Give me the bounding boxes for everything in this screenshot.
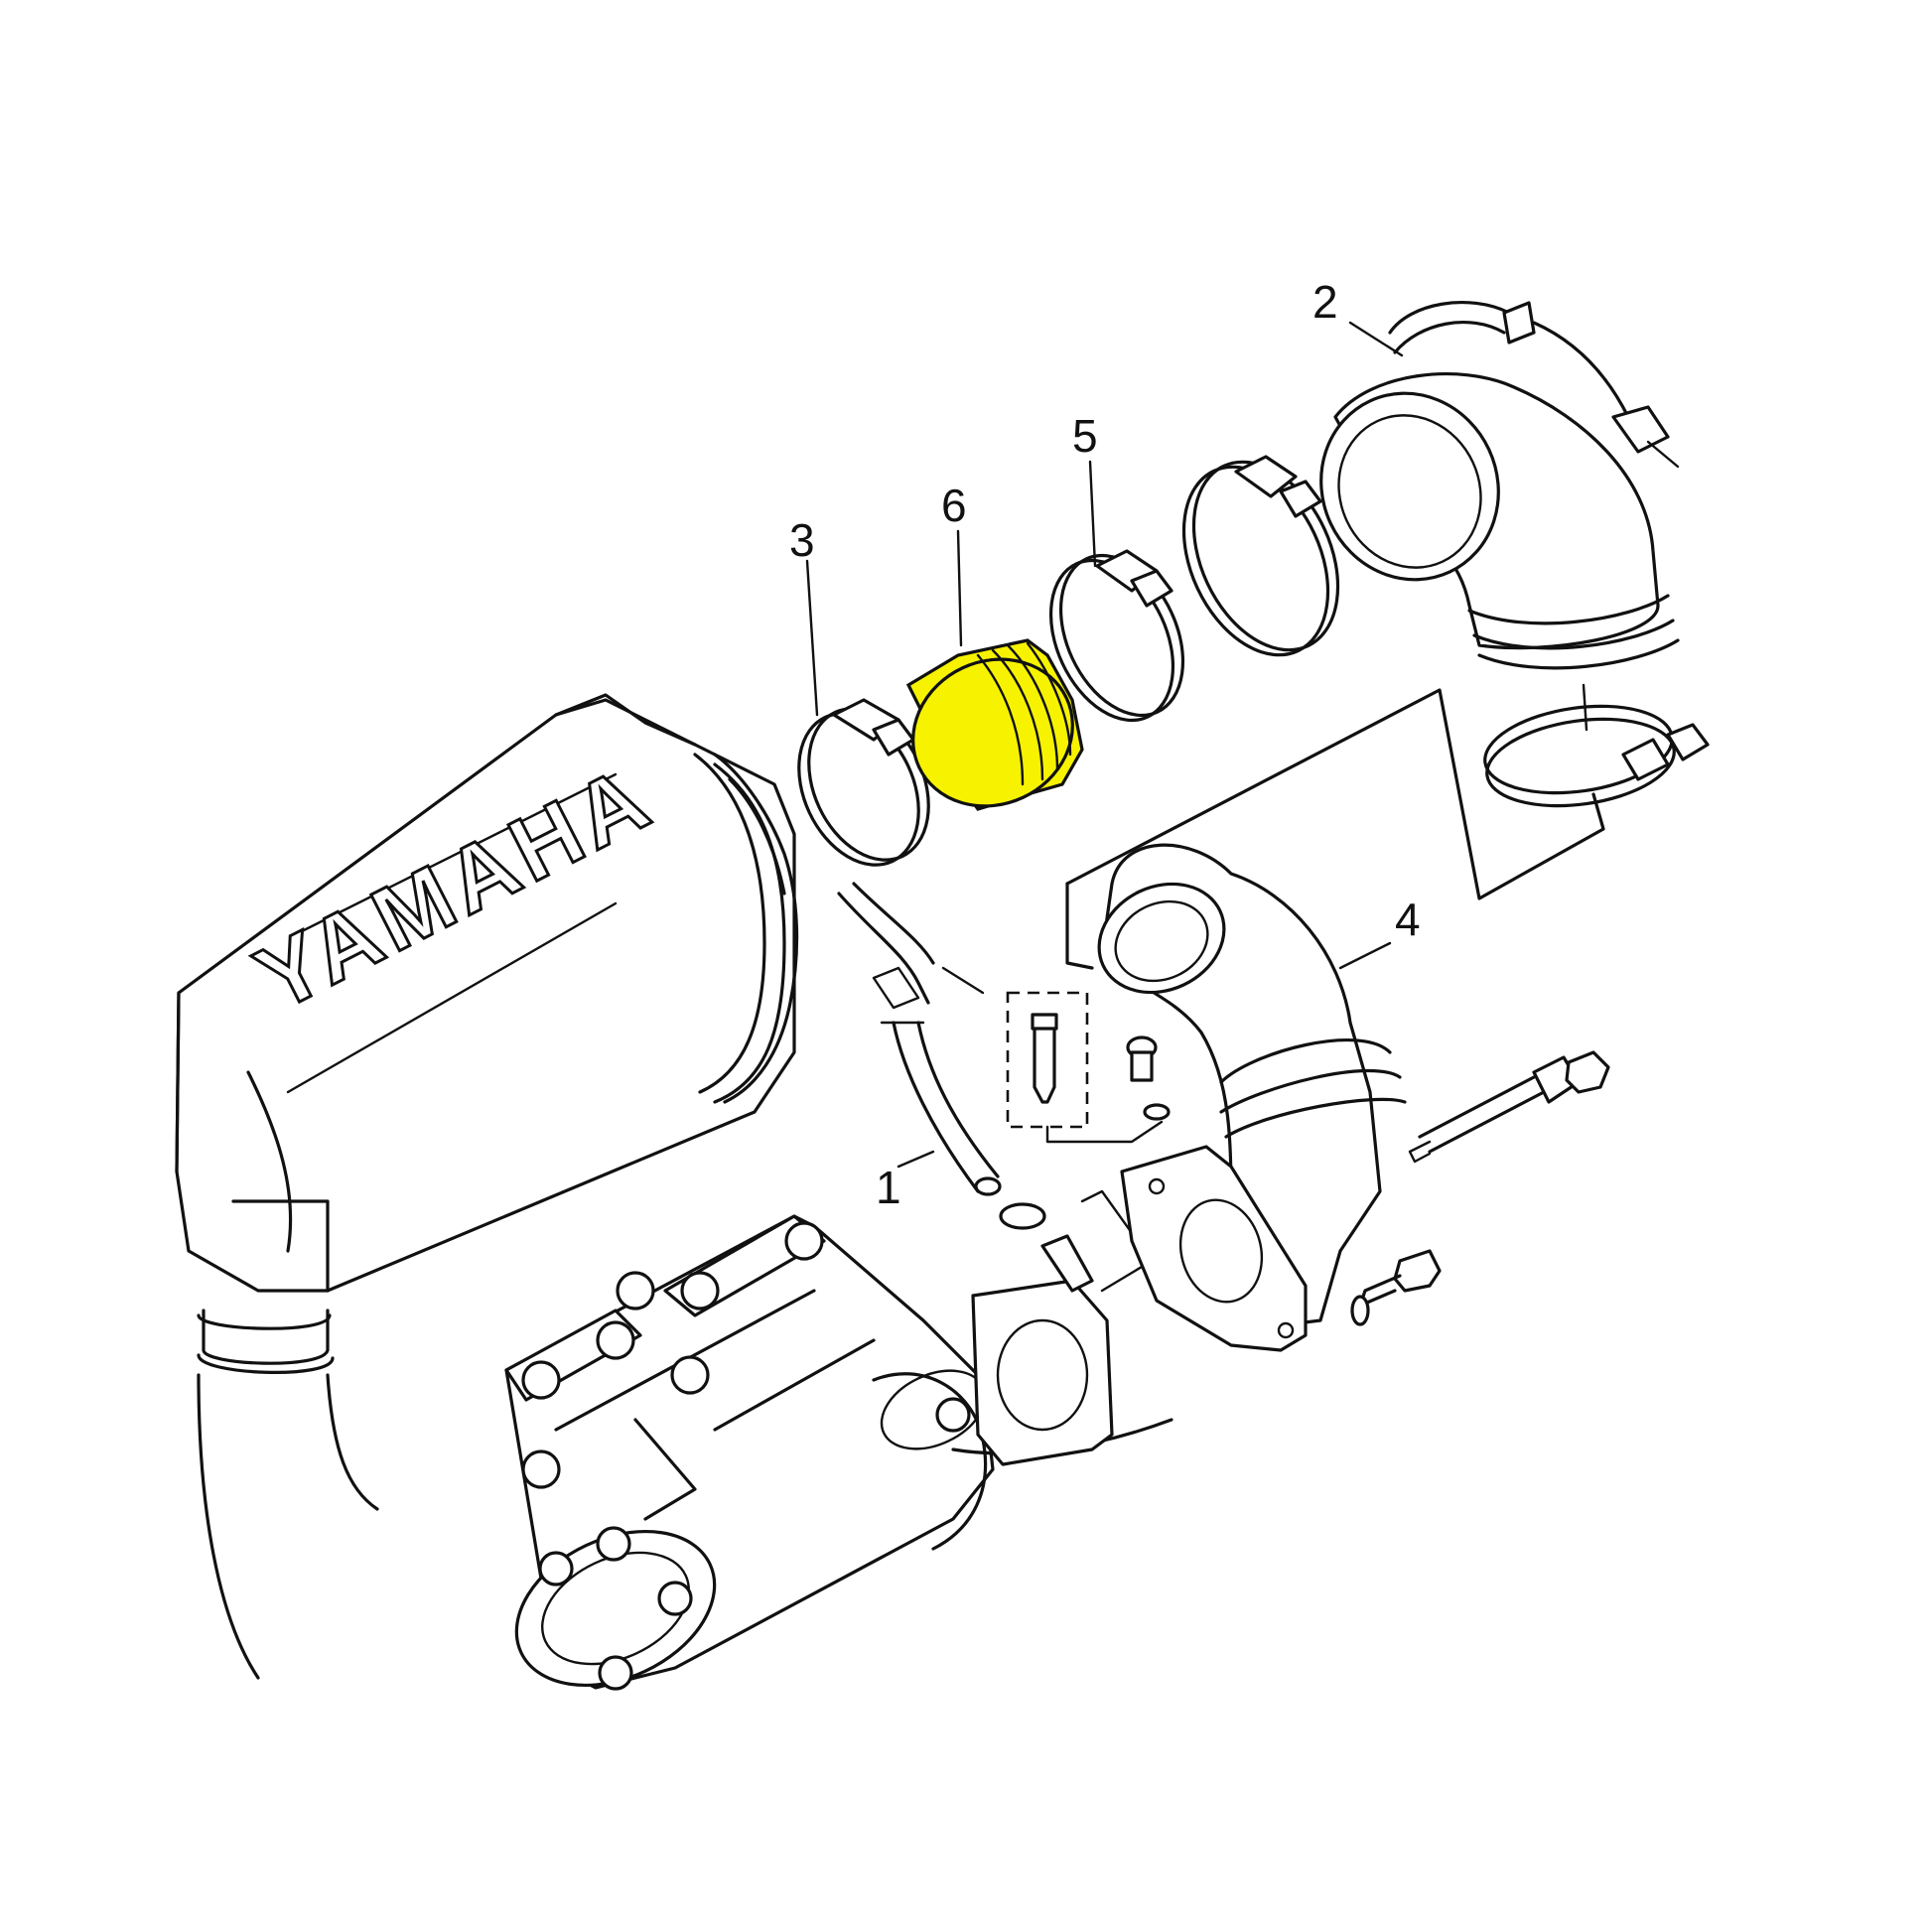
small-clamp-fitting	[999, 1189, 1154, 1293]
drain-screw	[1126, 1035, 1171, 1121]
muffler-body	[175, 693, 799, 1293]
callout-3-leader	[805, 559, 819, 717]
fitting-detail-box	[1006, 991, 1164, 1144]
hose-clamp-5	[1048, 549, 1185, 723]
callout-4-label: 4	[1395, 894, 1421, 945]
callout-6-leader	[956, 529, 963, 647]
elbow-pipe	[1097, 843, 1407, 1352]
callout-6-label: 6	[941, 480, 967, 531]
callout-2-label: 2	[1312, 276, 1338, 328]
manifold-gasket	[971, 1279, 1114, 1466]
callout-3-label: 3	[789, 514, 815, 566]
rubber-joint-opening	[911, 657, 1074, 808]
short-bolt	[1350, 1249, 1442, 1326]
callout-5-label: 5	[1072, 410, 1098, 462]
muffler-outlet-pipe	[197, 1309, 379, 1680]
callout-4-leader	[1338, 941, 1392, 970]
callout-2-leader	[1348, 321, 1404, 357]
rubber-joint-highlighted	[905, 638, 1084, 811]
callout-1-label: 1	[876, 1162, 901, 1213]
water-hose	[837, 882, 1002, 1196]
assembly-leader-bracket	[1065, 688, 1605, 900]
callout-1-leader	[897, 1150, 935, 1169]
hose-clamp-lower	[1483, 683, 1710, 808]
exhaust-hose-elbow	[1319, 301, 1680, 670]
hose-clamp-large	[1181, 455, 1340, 657]
long-bolt	[1408, 1050, 1610, 1164]
callout-5-leader	[1088, 460, 1097, 568]
manifold-bolts	[521, 1221, 971, 1691]
